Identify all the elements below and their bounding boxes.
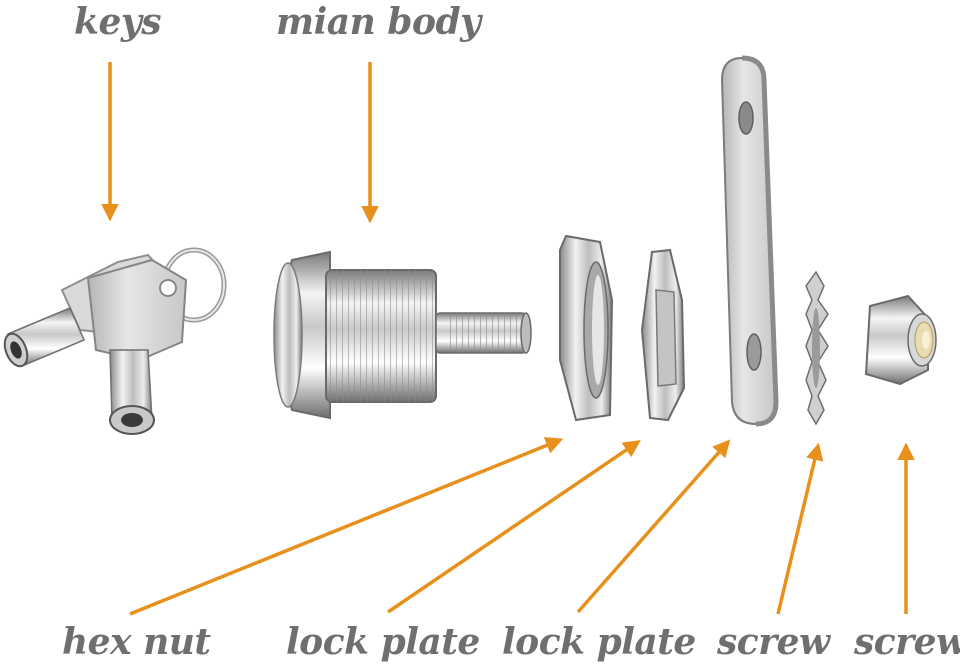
arrow-screw-1 [776,442,824,615]
key-head-front [86,258,188,362]
label-lock-plate-2: lock plate [502,621,696,663]
main-body-illustration [273,250,532,420]
arrow-hex-nut [129,437,564,616]
label-screw-2: screw [854,621,960,663]
cam-plate-illustration [720,55,779,427]
arrow-lock-plate-2 [576,439,731,614]
keys-illustration [3,247,227,435]
label-keys: keys [74,1,162,43]
label-screw-1: screw [717,621,830,663]
label-main-body: mian body [276,1,481,43]
pointer-arrows [101,62,915,616]
label-hex-nut: hex nut [62,621,211,663]
star-washer-illustration [805,270,829,426]
nylon-lock-nut-illustration [864,294,937,386]
key-barrel-left [3,307,85,368]
arrow-lock-plate-1 [387,440,641,614]
key-barrel-down [109,349,155,435]
lock-plate-washer-illustration [640,248,686,422]
label-lock-plate-1: lock plate [286,621,480,663]
hex-nut-illustration [559,234,614,422]
